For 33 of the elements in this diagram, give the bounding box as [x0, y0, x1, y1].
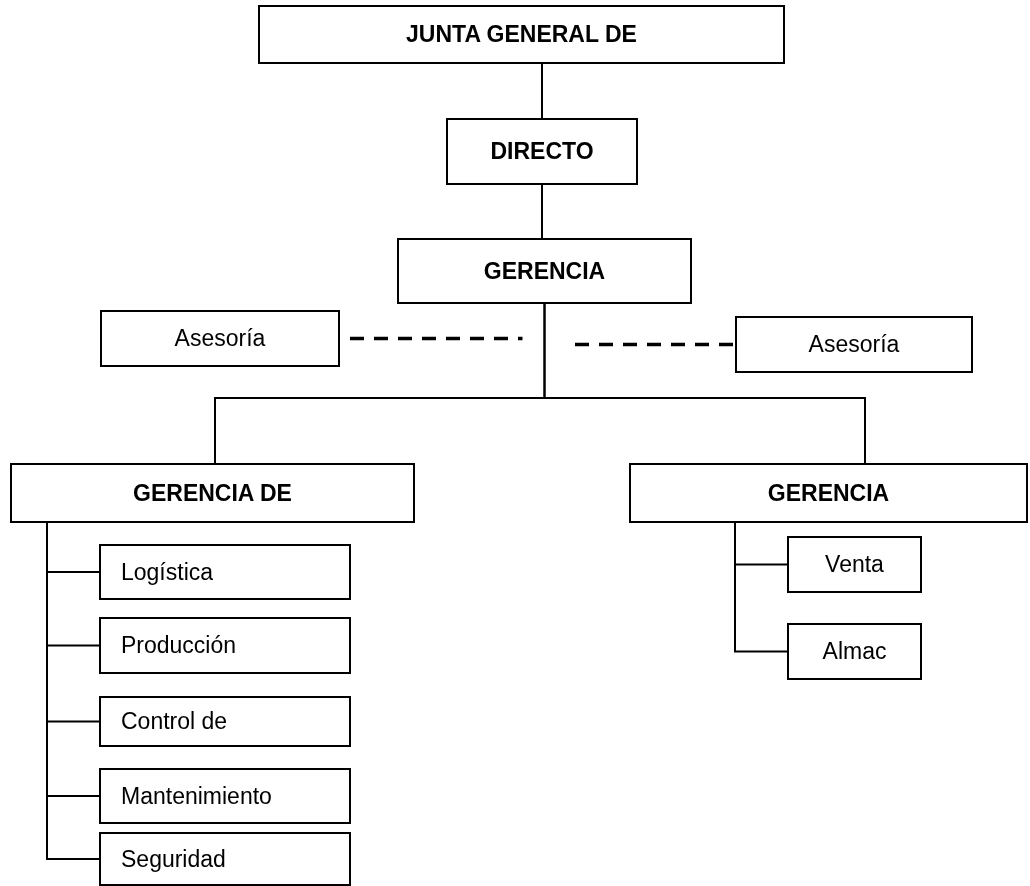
box-label: JUNTA GENERAL DE: [406, 21, 637, 48]
box-label: Asesoría: [808, 331, 900, 358]
box-label: GERENCIA DE: [133, 479, 292, 507]
org-box: [99, 696, 351, 747]
org-box: [99, 617, 351, 674]
org-box: [99, 832, 351, 886]
box-label: Producción: [121, 632, 237, 659]
connector-line: [541, 184, 543, 239]
org-box: [787, 536, 922, 593]
org-box: [397, 238, 692, 304]
connector-line: [543, 303, 866, 464]
box-label: Control de: [121, 708, 228, 735]
box-label: Almac: [822, 638, 887, 665]
box-label: Seguridad: [121, 845, 226, 873]
box-label: Asesoría: [174, 325, 266, 352]
org-box: [10, 463, 415, 523]
org-box: [258, 5, 785, 64]
org-box: [99, 544, 351, 600]
box-label: GERENCIA: [767, 479, 890, 507]
dashed-connector: [350, 336, 523, 341]
box-label: Venta: [825, 551, 884, 578]
box-label: Mantenimiento: [121, 782, 272, 810]
org-box: [735, 316, 973, 373]
box-label: Logística: [121, 558, 214, 586]
box-label: DIRECTO: [490, 138, 594, 165]
org-box: [629, 463, 1028, 523]
box-label: GERENCIA: [483, 257, 606, 285]
connector-line: [734, 522, 788, 653]
connector-line: [541, 63, 543, 119]
org-box: [446, 118, 638, 185]
org-box: [100, 310, 340, 367]
org-box: [787, 623, 922, 680]
org-box: [99, 768, 351, 824]
